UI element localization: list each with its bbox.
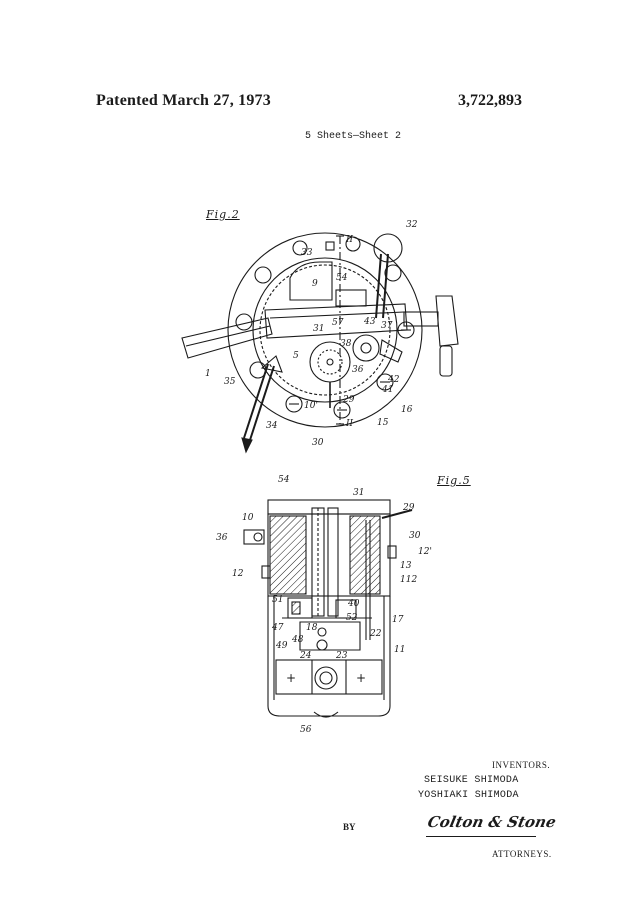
fig2-num-42: 42 xyxy=(387,375,400,385)
fig2-num-43: 43 xyxy=(363,317,376,327)
signature-line xyxy=(426,836,536,837)
fig2-num-10prime: 10' xyxy=(304,401,318,411)
fig2-rod-34 xyxy=(243,363,269,439)
fig5-screw-18 xyxy=(317,627,327,637)
fig5-num-12: 12 xyxy=(232,569,244,579)
fig5-num-112: 112 xyxy=(400,575,417,585)
by-label: BY xyxy=(343,822,356,832)
fig2-inner-rim xyxy=(259,264,391,396)
fig2-num-34: 34 xyxy=(266,421,278,431)
fig5-num-23: 23 xyxy=(335,651,348,661)
fig5-shaft-29 xyxy=(327,507,339,617)
fig5-lamp-56 xyxy=(314,666,338,690)
fig2-num-37: 37 xyxy=(381,321,393,331)
fig5-rod-30 xyxy=(381,509,413,519)
sheet-indicator: 5 Sheets—Sheet 2 xyxy=(305,131,402,142)
fig2-num-31: 31 xyxy=(313,324,324,334)
fig2-bolt-holes xyxy=(235,236,415,419)
attorney-signature: Colton & Stone xyxy=(426,813,558,831)
fig5-num-31: 31 xyxy=(353,488,364,498)
fig5-clip-12 xyxy=(261,565,271,579)
attorneys-label: ATTORNEYS. xyxy=(492,849,552,859)
fig2-num-36: 36 xyxy=(352,365,364,375)
fig5-num-17: 17 xyxy=(392,615,404,625)
fig5-label: Fig.5 xyxy=(437,474,471,487)
fig5-num-12prime: 12' xyxy=(418,547,432,557)
fig5-num-40: 40 xyxy=(347,599,360,609)
fig5-num-49: 49 xyxy=(275,641,288,651)
fig5-num-18: 18 xyxy=(306,623,318,633)
fig5-num-24: 24 xyxy=(299,651,312,661)
fig5-upper-housing xyxy=(267,513,391,597)
fig5-frame-22 xyxy=(299,621,361,651)
fig2-rod-tip xyxy=(241,437,253,454)
fig2-outer-flange xyxy=(227,232,423,428)
fig5-battery-box xyxy=(275,659,383,695)
fig2-num-38: 38 xyxy=(340,339,352,349)
fig2-bracket-33 xyxy=(289,261,333,301)
fig2-handle-grip xyxy=(439,345,453,377)
fig5-coil-23 xyxy=(316,639,328,651)
fig5-num-13: 13 xyxy=(400,561,412,571)
fig5-num-36: 36 xyxy=(216,533,228,543)
fig2-pin xyxy=(325,241,335,251)
fig5-hatch-left xyxy=(269,515,307,595)
inventors-heading: INVENTORS. xyxy=(492,760,551,770)
fig2-num-29: 29 xyxy=(342,395,355,405)
fig5-num-56: 56 xyxy=(300,725,312,735)
fig2-num-II-bottom: II xyxy=(345,419,354,429)
svg-text:+: + xyxy=(356,671,366,685)
fig2-arm-1 xyxy=(181,317,273,359)
fig2-num-5: 5 xyxy=(293,351,299,361)
patent-date: Patented March 27, 1973 xyxy=(96,92,271,109)
fig5-num-30: 30 xyxy=(409,531,421,541)
fig2-num-16: 16 xyxy=(401,405,413,415)
fig2-num-1: 1 xyxy=(205,369,211,379)
fig5-bottom-curve xyxy=(313,711,339,718)
patent-number: 3,722,893 xyxy=(458,92,522,109)
fig5-clip-12prime xyxy=(387,545,397,559)
fig5-num-22: 22 xyxy=(369,629,382,639)
fig2-latch-42 xyxy=(379,339,403,363)
fig5-num-51: 51 xyxy=(272,595,283,605)
inventor-name-2: YOSHIAKI SHIMODA xyxy=(418,790,519,801)
fig2-num-9: 9 xyxy=(312,279,318,289)
fig2-lever-32 xyxy=(375,253,382,319)
svg-text:+: + xyxy=(286,671,296,685)
fig2-num-15: 15 xyxy=(377,418,389,428)
fig2-num-41: 41 xyxy=(381,385,393,395)
fig2-num-35: 35 xyxy=(224,377,236,387)
fig2-handle-36 xyxy=(435,295,459,347)
fig5-num-10: 10 xyxy=(242,513,254,523)
fig5-num-47: 47 xyxy=(271,623,284,633)
fig5-num-52: 52 xyxy=(346,613,358,623)
fig5-num-54: 54 xyxy=(278,475,290,485)
fig2-num-33: 33 xyxy=(301,248,313,258)
fig5-hatch-right xyxy=(349,515,381,595)
fig2-num-57: 57 xyxy=(332,318,344,328)
fig2-num-32: 32 xyxy=(406,220,418,230)
fig2-num-30: 30 xyxy=(312,438,324,448)
fig5-num-48: 48 xyxy=(291,635,304,645)
fig5-knob-36 xyxy=(243,529,265,545)
fig2-bar-5 xyxy=(264,303,408,339)
fig5-num-29: 29 xyxy=(402,503,415,513)
fig2-num-II-top: II xyxy=(345,235,354,245)
fig2-label: Fig.2 xyxy=(206,208,240,221)
fig5-num-11: 11 xyxy=(394,645,405,655)
fig2-gear-38 xyxy=(352,334,380,362)
inventor-name-1: SEISUKE SHIMODA xyxy=(424,775,519,786)
fig2-num-54: 54 xyxy=(336,273,348,283)
